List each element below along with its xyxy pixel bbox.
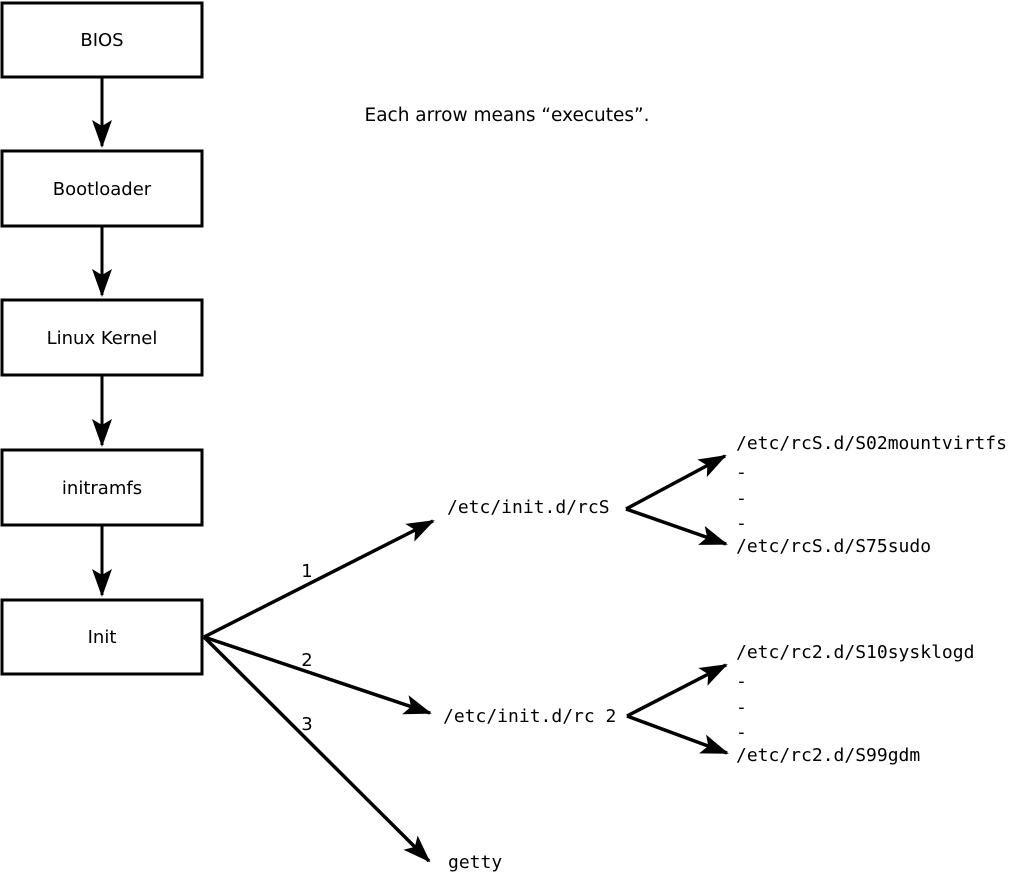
box-initramfs-rect [0,448,204,527]
arrow-init-to-rcS [203,519,435,639]
branch-3-target-getty: getty [448,852,502,873]
rc2-script-first: /etc/rc2.d/S10sysklogd [736,642,974,663]
box-init-label: Init [88,627,117,648]
note-arrow-meaning: Each arrow means “executes”. [365,105,650,126]
box-linux-kernel-rect [0,298,204,377]
box-initramfs: initramfs [0,448,204,527]
arrow-rcS-to-last-script [625,507,728,546]
arrow-rc2-to-last-script [626,714,729,755]
arrow-rc2-to-first-script [626,663,728,718]
rcS-script-last: /etc/rcS.d/S75sudo [736,536,931,557]
box-bios: BIOS [0,1,204,79]
rcS-scripts-ellipsis-dash-3: - [736,513,747,534]
box-bootloader-rect [0,149,204,228]
arrow-rcS-to-first-script [625,454,727,511]
arrow-init-to-rc2 [203,635,432,715]
box-linux-kernel-label: Linux Kernel [47,328,158,349]
box-bios-rect [0,1,204,79]
rcS-scripts-ellipsis-dash-1: - [736,462,747,483]
box-bootloader: Bootloader [0,149,204,228]
rc2-scripts-ellipsis-dash-3: - [736,722,747,743]
box-linux-kernel: Linux Kernel [0,298,204,377]
branch-1-number: 1 [301,561,312,582]
rcS-script-first: /etc/rcS.d/S02mountvirtfs [736,433,1007,454]
branch-2-target-rc2: /etc/init.d/rc 2 [443,706,616,727]
box-bootloader-label: Bootloader [53,179,152,200]
rc2-scripts-ellipsis-dash-2: - [736,697,747,718]
box-init: Init [0,598,204,676]
branch-2-number: 2 [301,650,312,671]
rc2-scripts-ellipsis-dash-1: - [736,671,747,692]
box-bios-label: BIOS [80,30,123,51]
box-initramfs-label: initramfs [62,478,142,499]
box-init-rect [0,598,204,676]
branch-1-target-rcS: /etc/init.d/rcS [447,497,610,518]
rc2-script-last: /etc/rc2.d/S99gdm [736,745,920,766]
branch-3-number: 3 [301,714,312,735]
arrow-init-to-getty [202,635,431,863]
rcS-scripts-ellipsis-dash-2: - [736,488,747,509]
